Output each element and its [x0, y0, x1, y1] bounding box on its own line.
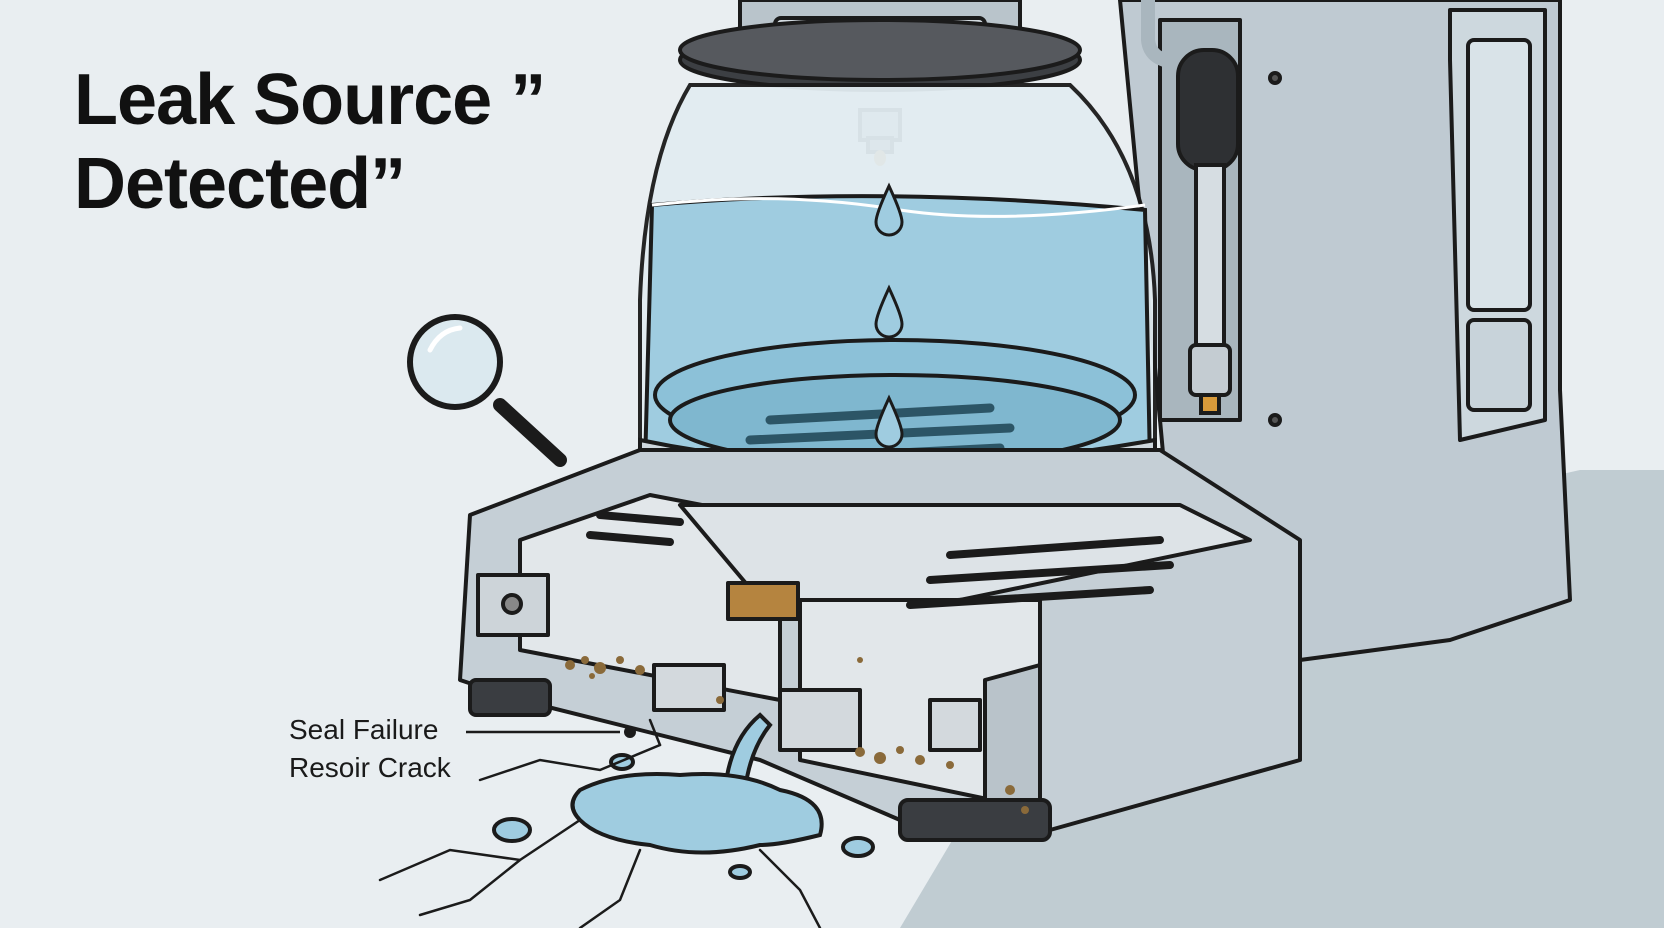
floor-cracks [378, 718, 822, 928]
magnifying-glass-icon [407, 314, 567, 467]
tray-grate-slots [586, 511, 1174, 609]
callout-reservoir-crack: Resoir Crack [289, 752, 451, 783]
headline-title: Leak Source ” Detected” [74, 58, 546, 226]
mineral-residue [565, 656, 1029, 814]
leak-puddle [492, 712, 875, 880]
steam-wand [1141, 0, 1240, 415]
drip-tray-base [458, 448, 1302, 842]
callout-seal-failure: Seal Failure [289, 714, 439, 745]
water-drop-icon [874, 182, 904, 449]
group-head [678, 0, 1082, 166]
callout-target-dot [624, 726, 636, 738]
headline-line-1: Leak Source ” [74, 60, 546, 140]
headline-line-2: Detected” [74, 144, 406, 224]
